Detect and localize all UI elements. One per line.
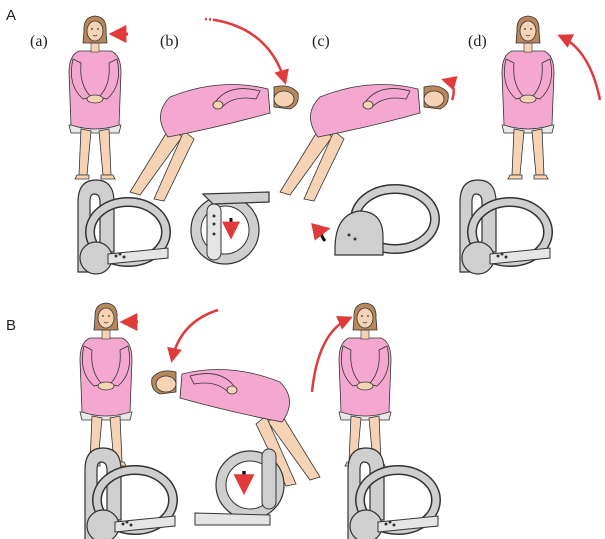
canal-c-particles-exiting xyxy=(321,189,435,255)
figure-b3-seated-woman xyxy=(339,303,391,466)
canal-b2-particles-falling xyxy=(195,449,284,525)
figure-a-seated-woman xyxy=(69,16,121,179)
figure-b1-seated-woman xyxy=(80,303,132,466)
arrow-b2-curved-down xyxy=(172,310,218,360)
figure-d-seated-woman xyxy=(502,16,554,179)
step-b-label: (b) xyxy=(160,33,179,50)
arrow-b-dotted-tail xyxy=(205,19,215,20)
figure-c-lying-woman xyxy=(280,85,448,202)
panel-b-letter: B xyxy=(6,317,16,334)
canal-b3-upright xyxy=(348,448,438,539)
step-a-label: (a) xyxy=(30,33,48,50)
arrow-d-curved-up xyxy=(560,36,600,100)
step-d-label: (d) xyxy=(468,33,487,50)
canal-a-upright xyxy=(78,180,168,274)
arrow-b-curved-down xyxy=(215,20,285,82)
exit-direction-arrow xyxy=(321,229,327,241)
step-c-label: (c) xyxy=(312,33,330,50)
canal-b-particles-falling xyxy=(191,192,269,264)
canal-d-upright xyxy=(460,180,550,274)
canal-b1-upright xyxy=(85,448,175,539)
panel-a-letter: A xyxy=(6,7,16,24)
figure-b-lying-woman xyxy=(130,85,298,202)
